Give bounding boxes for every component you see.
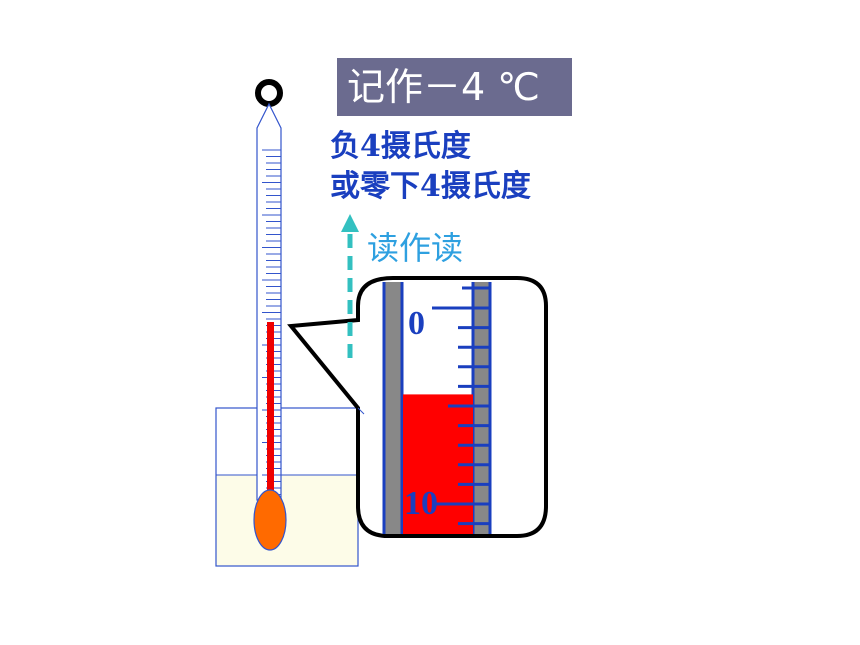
record-label: 记作－4 ℃ [337,58,572,116]
scale-label-10: 10 [404,485,438,522]
magnified-callout [287,276,548,538]
magnified-scale-ticks [432,286,490,526]
magnified-right-wall [473,282,490,534]
reading-line-2: 或零下4摄氏度 [330,169,531,204]
thermometer-bulb [253,489,287,551]
beaker [215,407,359,567]
magnified-left-wall [384,282,402,534]
thermometer [253,79,287,551]
pointer-to-beaker [357,407,365,415]
thermometer-ring [255,79,283,107]
read-as-label: 读作读 [367,229,464,267]
thermometer-liquid-column [267,322,274,502]
reading-line-1: 负4摄氏度 [330,129,471,164]
read-arrow [341,214,359,358]
beaker-water [216,475,358,566]
scale-label-0: 0 [408,305,425,342]
arrow-head [341,214,359,232]
